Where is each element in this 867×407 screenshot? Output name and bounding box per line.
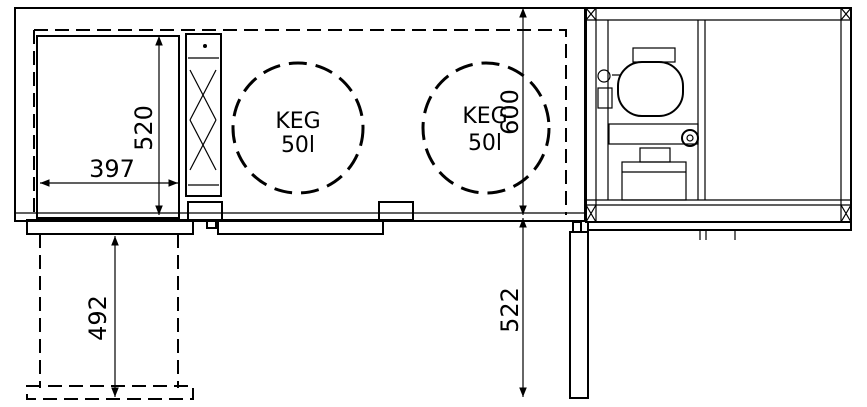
dimension-600-text: 600 bbox=[496, 89, 524, 135]
keg-2-volume: 50l bbox=[468, 131, 502, 156]
keg-2: KEG 50l bbox=[421, 61, 551, 195]
door-compartment bbox=[36, 35, 180, 219]
dimension-522-text: 522 bbox=[496, 287, 524, 333]
keg-1-name: KEG bbox=[275, 109, 320, 134]
dimension-520-text: 520 bbox=[130, 105, 158, 151]
right-leg-panel bbox=[569, 221, 589, 399]
column-foot-tab bbox=[206, 219, 217, 229]
compressor-unit bbox=[597, 47, 699, 201]
dimension-front-clearance: 522 bbox=[496, 218, 527, 397]
dimension-depth: 600 bbox=[496, 8, 527, 215]
door-swing-outline bbox=[39, 234, 179, 388]
dimension-door-width: 397 bbox=[40, 155, 178, 187]
machine-compartment bbox=[585, 7, 852, 240]
column-bracing bbox=[185, 33, 222, 197]
center-base-block bbox=[378, 201, 414, 221]
door-swing-foot bbox=[26, 385, 194, 400]
left-base-plate bbox=[26, 219, 194, 235]
inner-dashed-outline bbox=[33, 29, 567, 215]
dimension-397-text: 397 bbox=[89, 155, 135, 183]
dimension-door-swing: 492 bbox=[84, 236, 119, 397]
column-foot-block bbox=[187, 201, 223, 221]
keg-2-name: KEG bbox=[462, 104, 507, 129]
dimension-492-text: 492 bbox=[84, 295, 112, 341]
keg-1: KEG 50l bbox=[231, 61, 365, 195]
dimension-door-height: 520 bbox=[130, 36, 163, 215]
keg-1-volume: 50l bbox=[281, 133, 315, 158]
center-base-plate bbox=[217, 219, 384, 235]
